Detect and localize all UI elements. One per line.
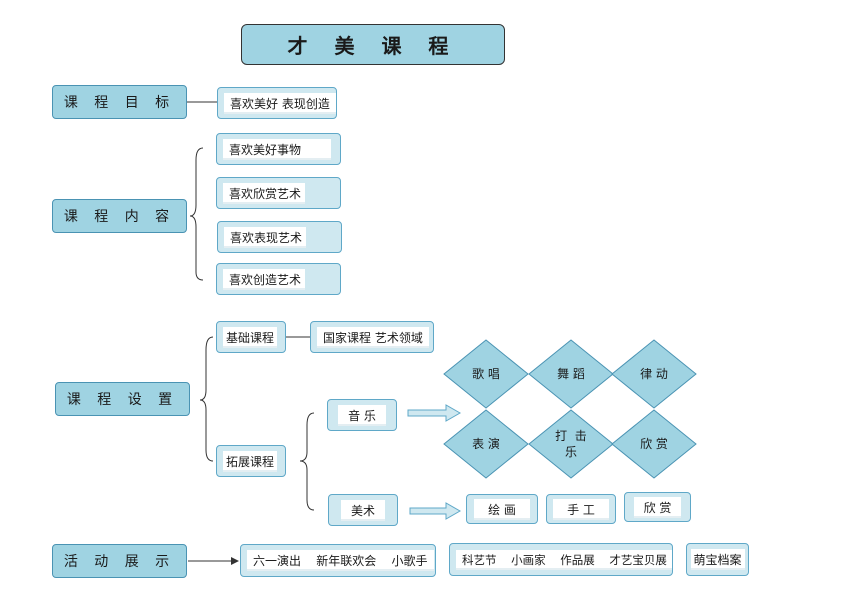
diamond-percussion: [528, 409, 614, 479]
basic-course: 基础课程: [216, 321, 286, 353]
art-item-label: 绘 画: [474, 498, 530, 520]
basic-course-detail: 国家课程 艺术领域: [310, 321, 434, 353]
art-course-label: 美术: [340, 499, 385, 521]
diamond-label: 律 动: [640, 367, 668, 381]
music-arrow: [407, 404, 462, 422]
section-activity: 活 动 展 示: [52, 544, 187, 578]
art-item-label: 欣 赏: [633, 496, 682, 518]
activity-item-label: 六一演出 新年联欢会 小歌手: [247, 550, 434, 571]
section-goal: 课 程 目 标: [52, 85, 187, 119]
diamond-appreciation: [611, 409, 697, 479]
extended-course-label: 拓展课程: [223, 450, 278, 472]
diamond-label: 歌 唱: [472, 367, 500, 381]
diamond-label: 欣 赏: [640, 437, 668, 451]
section-content: 课 程 内 容: [52, 199, 187, 233]
content-item-label: 喜欢欣赏艺术: [223, 182, 305, 204]
art-item: 手 工: [546, 494, 616, 524]
content-item-label: 喜欢表现艺术: [224, 226, 306, 248]
diamond-dancing: [528, 339, 614, 409]
basic-course-detail-label: 国家课程 艺术领域: [317, 326, 429, 348]
art-arrow: [409, 502, 462, 520]
activity-item-label: 科艺节 小画家 作品展 才艺宝贝展: [456, 549, 672, 570]
art-item-label: 手 工: [553, 498, 609, 520]
extended-course: 拓展课程: [216, 445, 286, 477]
content-item: 喜欢美好事物: [216, 133, 341, 165]
content-item-label: 喜欢美好事物: [223, 138, 331, 160]
activity-item-label: 萌宝档案: [690, 549, 745, 570]
music-course-label: 音 乐: [338, 404, 386, 426]
content-item: 喜欢欣赏艺术: [216, 177, 341, 209]
art-item: 绘 画: [466, 494, 538, 524]
diamond-label: 表 演: [472, 437, 500, 451]
art-item: 欣 赏: [624, 492, 691, 522]
goal-item-label: 喜欢美好 表现创造: [224, 92, 336, 114]
diamond-singing: [443, 339, 529, 409]
basic-course-label: 基础课程: [223, 326, 278, 348]
diamond-label: 打 击 乐: [555, 429, 587, 459]
content-item: 喜欢表现艺术: [217, 221, 342, 253]
diamond-rhythm: [611, 339, 697, 409]
content-item: 喜欢创造艺术: [216, 263, 341, 295]
goal-item: 喜欢美好 表现创造: [217, 87, 337, 119]
activity-item: 科艺节 小画家 作品展 才艺宝贝展: [449, 543, 673, 576]
music-course: 音 乐: [327, 399, 397, 431]
page-title: 才 美 课 程: [241, 24, 505, 65]
activity-item: 萌宝档案: [686, 543, 749, 576]
activity-item: 六一演出 新年联欢会 小歌手: [240, 544, 436, 577]
diamond-performance: [443, 409, 529, 479]
diamond-label: 舞 蹈: [557, 367, 585, 381]
content-item-label: 喜欢创造艺术: [223, 268, 305, 290]
section-setting: 课 程 设 置: [55, 382, 190, 416]
art-course: 美术: [328, 494, 398, 526]
